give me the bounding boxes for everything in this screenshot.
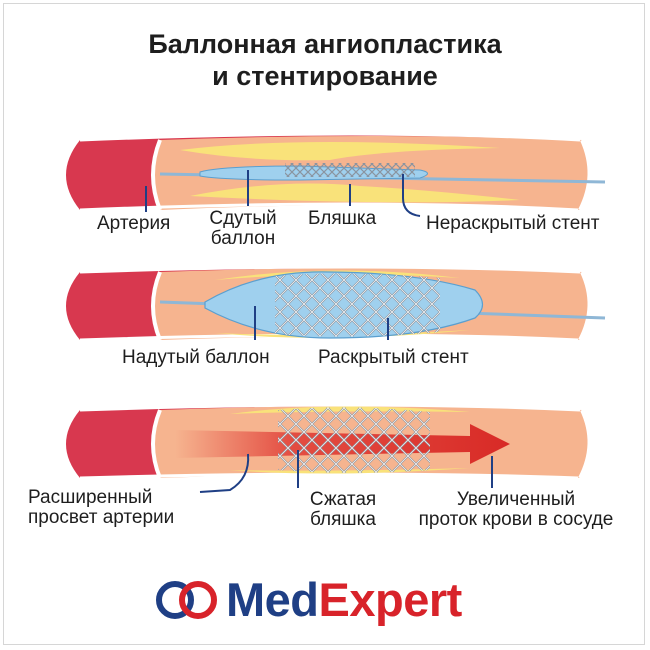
label-closed-stent: Нераскрытый стент	[426, 214, 599, 234]
logo-text-expert: Expert	[319, 573, 462, 626]
label-widened-lumen-line-2: просвет артерии	[28, 508, 174, 528]
logo-rings-icon	[159, 584, 214, 616]
open-stent	[275, 273, 440, 336]
label-deflated-balloon-line-2: баллон	[198, 229, 288, 249]
label-widened-lumen: Расширенный просвет артерии	[28, 488, 174, 528]
label-increased-flow-line-2: проток крови в сосуде	[398, 510, 634, 530]
label-increased-flow-line-1: Увеличенный	[398, 490, 634, 510]
label-compressed-plaque: Сжатая бляшка	[298, 490, 388, 530]
label-deflated-balloon: Сдутый баллон	[198, 209, 288, 249]
medexpert-logo: MedExpert	[226, 572, 462, 628]
logo-text-med: Med	[226, 573, 319, 626]
label-compressed-plaque-line-1: Сжатая	[298, 490, 388, 510]
label-deflated-balloon-line-1: Сдутый	[198, 209, 288, 229]
closed-stent	[285, 163, 415, 177]
label-compressed-plaque-line-2: бляшка	[298, 510, 388, 530]
label-artery: Артерия	[97, 214, 170, 234]
label-open-stent: Раскрытый стент	[318, 348, 469, 368]
label-inflated-balloon: Надутый баллон	[122, 348, 270, 368]
logo-text: MedExpert	[226, 572, 462, 628]
label-plaque: Бляшка	[308, 209, 376, 229]
artery-stage-2	[66, 267, 605, 340]
label-widened-lumen-line-1: Расширенный	[28, 488, 174, 508]
label-increased-flow: Увеличенный проток крови в сосуде	[398, 490, 634, 530]
artery-stage-1	[66, 134, 605, 216]
expanded-stent	[278, 407, 430, 473]
artery-stage-3	[66, 405, 590, 492]
